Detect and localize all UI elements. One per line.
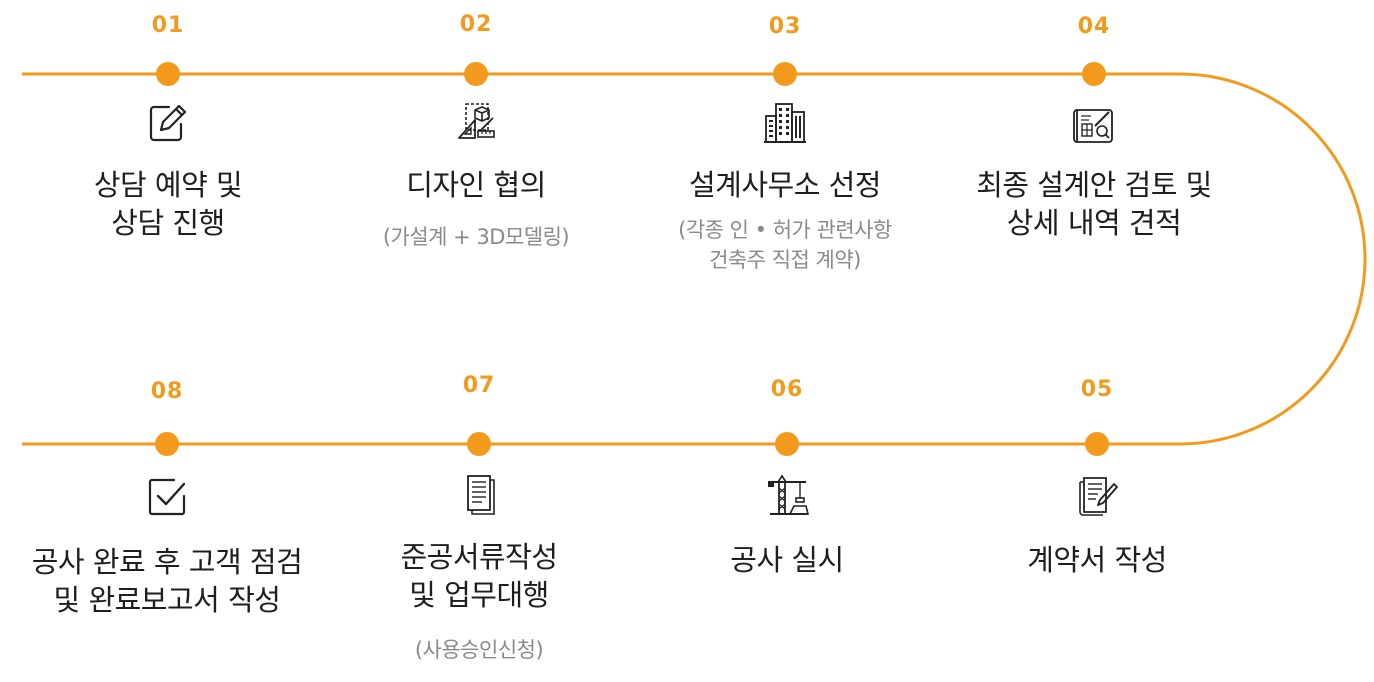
timeline-dot-05 <box>1085 432 1109 456</box>
step-title-line: 디자인 협의 <box>406 168 546 202</box>
contract-icon <box>1074 472 1120 518</box>
step-title-line: 공사 실시 <box>730 543 844 577</box>
step-subtitle: (각종 인 • 허가 관련사항 건축주 직접 계약) <box>635 215 935 275</box>
step-number: 07 <box>462 373 496 398</box>
document-icon <box>456 472 502 518</box>
step-number: 04 <box>1077 14 1111 39</box>
crane-icon <box>764 472 810 518</box>
checkbox-icon <box>144 474 190 520</box>
step-title: 공사 완료 후 고객 점검 및 완료보고서 작성 <box>17 543 317 619</box>
timeline-dot-03 <box>773 62 797 86</box>
step-number: 08 <box>150 379 184 404</box>
step-title-line: 상세 내역 견적 <box>1006 206 1182 240</box>
step-title-line: 및 업무대행 <box>409 578 549 612</box>
step-title-line: 상담 예약 및 <box>93 168 243 202</box>
step-title-line: 설계사무소 선정 <box>689 168 881 202</box>
step-title-line: 준공서류작성 <box>400 540 558 574</box>
step-subtitle: (가설계 + 3D모델링) <box>326 222 626 252</box>
step-subtitle-line: (사용승인신청) <box>414 638 544 662</box>
design-tools-icon <box>453 98 499 144</box>
step-title: 상담 예약 및 상담 진행 <box>18 166 318 242</box>
step-title-line: 및 완료보고서 작성 <box>53 583 281 617</box>
timeline-dot-06 <box>775 432 799 456</box>
step-title-line: 상담 진행 <box>111 206 225 240</box>
step-number: 02 <box>459 12 493 37</box>
step-number: 06 <box>770 377 804 402</box>
step-title-line: 계약서 작성 <box>1027 543 1167 577</box>
step-title-line: 공사 완료 후 고객 점검 <box>31 545 303 579</box>
timeline-dot-01 <box>156 62 180 86</box>
step-title: 디자인 협의 <box>326 166 626 204</box>
timeline-dot-04 <box>1082 62 1106 86</box>
step-subtitle-line: (각종 인 • 허가 관련사항 <box>678 218 892 242</box>
building-icon <box>762 100 808 146</box>
step-number: 03 <box>768 14 802 39</box>
timeline-dot-07 <box>467 432 491 456</box>
edit-icon <box>145 100 191 146</box>
blueprint-icon <box>1071 102 1117 148</box>
step-title: 설계사무소 선정 <box>635 166 935 204</box>
step-title: 준공서류작성 및 업무대행 <box>329 538 629 614</box>
step-subtitle-line: (가설계 + 3D모델링) <box>382 225 570 249</box>
step-title: 계약서 작성 <box>947 541 1247 579</box>
step-title: 최종 설계안 검토 및 상세 내역 견적 <box>944 166 1244 242</box>
step-title: 공사 실시 <box>637 541 937 579</box>
timeline-dot-08 <box>155 432 179 456</box>
step-subtitle-line: 건축주 직접 계약) <box>709 248 861 272</box>
step-number: 05 <box>1080 377 1114 402</box>
step-subtitle: (사용승인신청) <box>329 635 629 665</box>
step-title-line: 최종 설계안 검토 및 <box>976 168 1212 202</box>
timeline-dot-02 <box>464 62 488 86</box>
step-number: 01 <box>151 13 185 38</box>
timeline-path <box>22 72 1367 446</box>
